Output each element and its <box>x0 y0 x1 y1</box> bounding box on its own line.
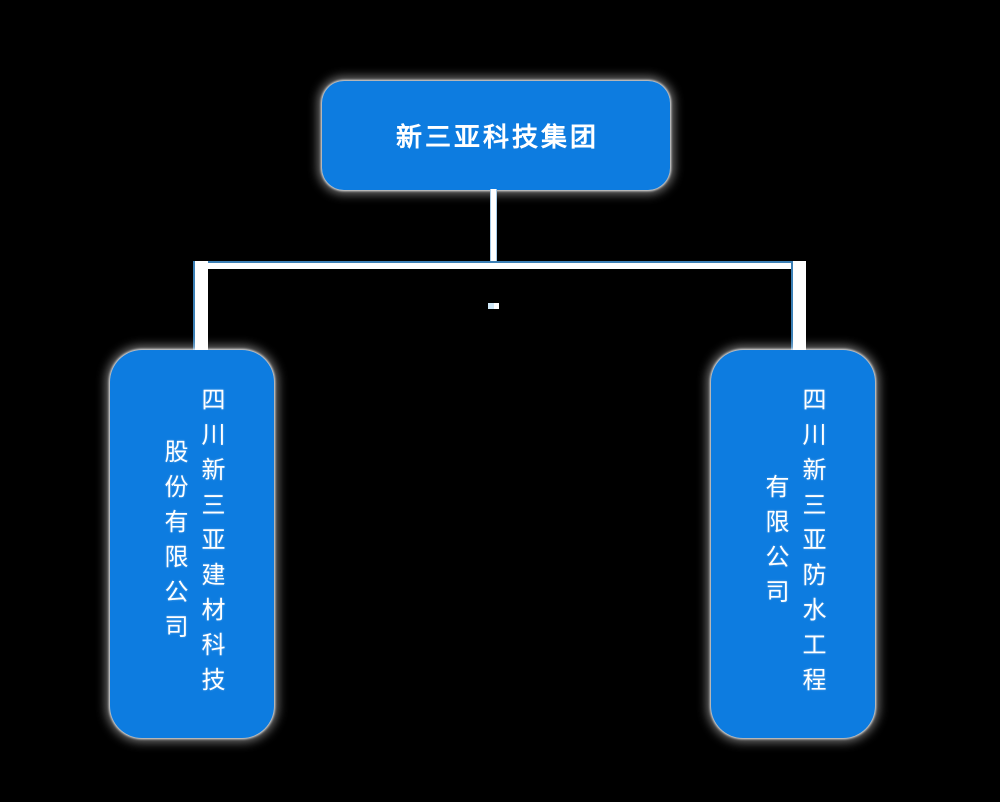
connector-horizontal <box>193 261 794 269</box>
vertical-text-line: 四川新三亚防水工程 <box>798 386 825 702</box>
junction-artifact-dot <box>488 303 499 309</box>
root-node-label: 新三亚科技集团 <box>395 122 599 152</box>
root-node[interactable]: 新三亚科技集团 <box>322 81 670 190</box>
connector-root-vertical <box>490 189 497 263</box>
child-node-right-label: 四川新三亚防水工程 有限公司 <box>756 377 830 711</box>
connector-left-vertical <box>193 261 208 351</box>
vertical-text-line: 四川新三亚建材科技 <box>197 386 224 702</box>
vertical-text-line: 有限公司 <box>761 474 788 614</box>
child-node-right[interactable]: 四川新三亚防水工程 有限公司 <box>711 350 875 738</box>
child-node-left[interactable]: 四川新三亚建材科技 股份有限公司 <box>110 350 274 738</box>
vertical-text-line: 股份有限公司 <box>160 439 187 649</box>
child-node-left-label: 四川新三亚建材科技 股份有限公司 <box>155 377 229 711</box>
connector-right-vertical <box>791 261 806 351</box>
